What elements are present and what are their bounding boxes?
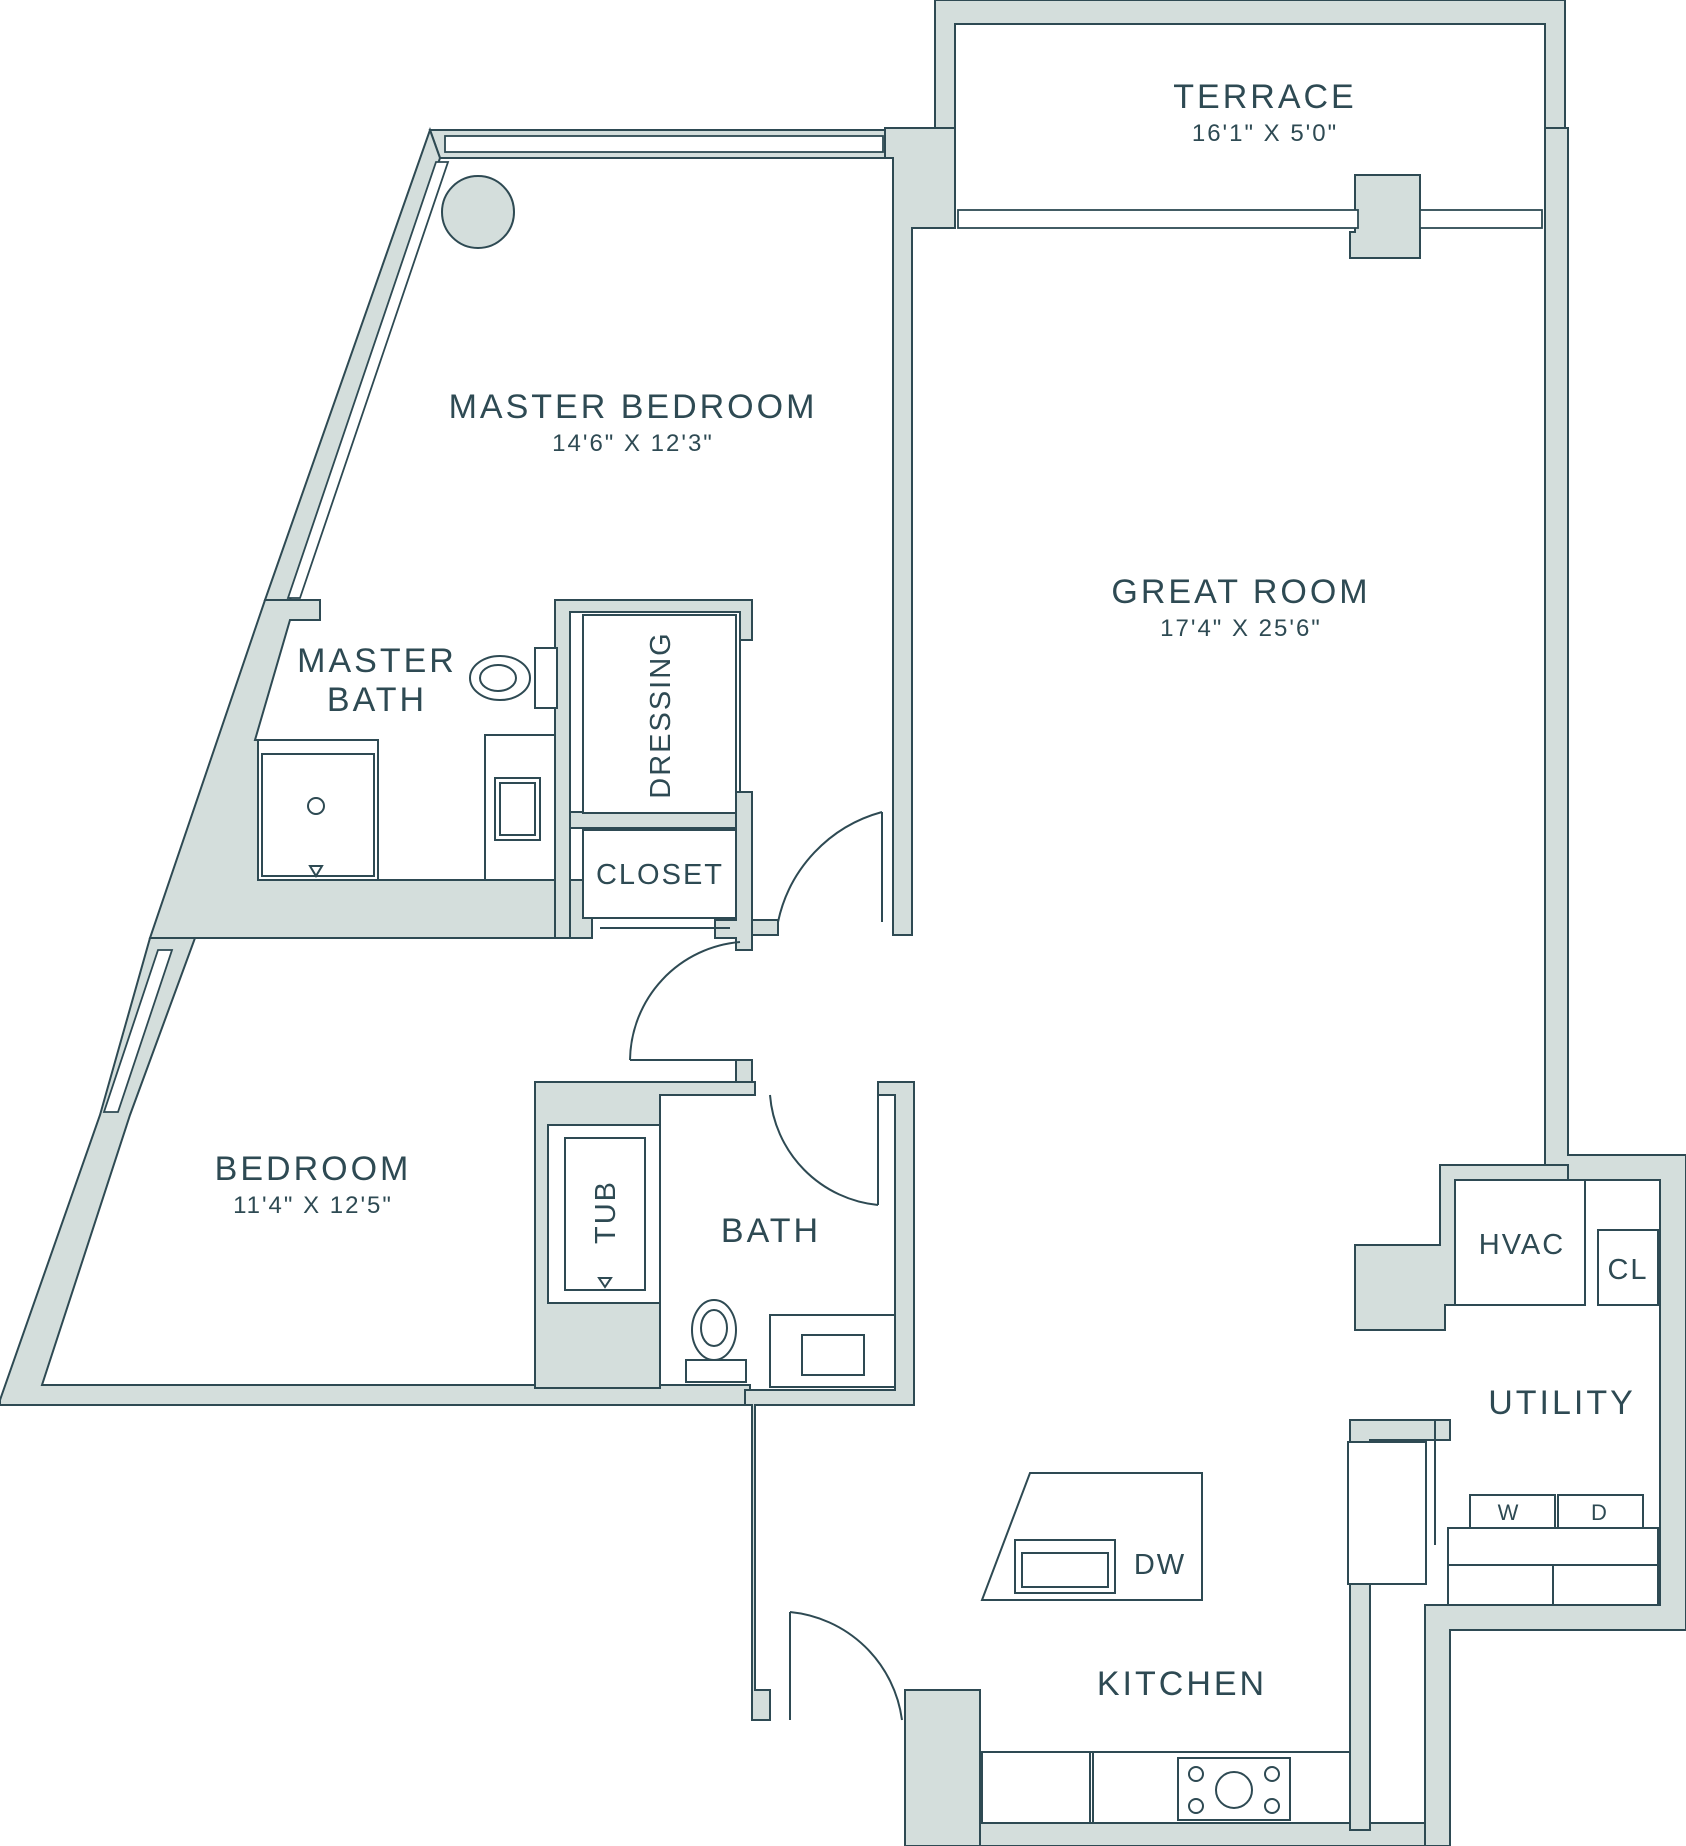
great-room-dims: 17'4" X 25'6": [1160, 615, 1322, 642]
hall-post: [751, 919, 779, 936]
burner-4: [1264, 1798, 1280, 1814]
washer: [1469, 1494, 1556, 1529]
dryer-label: D: [1591, 1500, 1607, 1525]
master-sink-inner: [499, 782, 536, 836]
burner-3: [1188, 1798, 1204, 1814]
tub-drain: [597, 1277, 613, 1289]
terrace-window: [957, 209, 1359, 229]
bath-top-post: [735, 1059, 753, 1083]
master-bedroom-door-swing: [777, 811, 883, 923]
cl-label: CL: [1607, 1254, 1648, 1286]
terrace-label: TERRACE: [1173, 78, 1356, 116]
tub-label: TUB: [590, 1180, 622, 1244]
burner-1: [1188, 1766, 1204, 1782]
kitchen-bottom-wall: [904, 1689, 981, 1846]
kitchen-label: KITCHEN: [1097, 1665, 1267, 1703]
bath-right-wall: [744, 1081, 915, 1721]
bath-label: BATH: [721, 1212, 821, 1250]
shower-drain-arrow: [308, 865, 324, 878]
island-sink: [1014, 1539, 1116, 1594]
master-bath-label-1: MASTER: [297, 642, 457, 680]
master-bath-label-2: BATH: [327, 681, 427, 719]
cl-room: [1597, 1229, 1659, 1306]
master-shower: [257, 739, 379, 881]
burner-2: [1264, 1766, 1280, 1782]
bath-door-swing: [769, 1094, 879, 1206]
master-bedroom-label: MASTER BEDROOM: [449, 388, 818, 426]
master-toilet-bowl: [469, 655, 531, 701]
bedroom-door-swing: [629, 941, 741, 1061]
left-exterior-wall-upper: [263, 127, 442, 601]
entry-door-swing: [789, 1611, 903, 1721]
burner-center: [1215, 1771, 1253, 1809]
terrace-dims: 16'1" X 5'0": [1192, 120, 1338, 147]
closet-door-post: [714, 791, 753, 951]
dw-label: DW: [1134, 1549, 1186, 1581]
bedroom-label: BEDROOM: [215, 1150, 412, 1188]
fixtures: [257, 175, 1659, 1824]
closet-label: CLOSET: [596, 859, 724, 891]
fridge: [981, 1751, 1091, 1824]
pantry-unit: [1347, 1441, 1427, 1585]
hvac-room: [1454, 1179, 1586, 1306]
terrace-window-right: [1419, 209, 1543, 229]
utility-label: UTILITY: [1488, 1384, 1636, 1422]
bath-sink: [801, 1334, 865, 1376]
great-room-label: GREAT ROOM: [1111, 573, 1370, 611]
dressing-label: DRESSING: [645, 631, 677, 798]
labels: TERRACE 16'1" X 5'0" MASTER BEDROOM 14'6…: [215, 78, 1648, 1703]
washer-label: W: [1498, 1500, 1519, 1525]
bath-toilet-seat: [700, 1309, 728, 1347]
master-shower-inner: [261, 753, 375, 877]
master-top-window: [444, 135, 884, 153]
dressing-closet-divider: [569, 811, 753, 829]
master-sink: [494, 777, 541, 841]
hvac-wall-block: [1354, 1164, 1569, 1331]
terrace-door-column: [1349, 174, 1421, 259]
center-column: [884, 127, 956, 936]
dressing-partition: [554, 599, 753, 939]
windows: [102, 135, 1543, 1113]
master-bedroom-dims: 14'6" X 12'3": [552, 430, 714, 457]
closet-room: [582, 829, 737, 919]
round-column: [441, 175, 515, 249]
bedroom-left-window: [102, 949, 174, 1113]
island-sink-inner: [1021, 1552, 1109, 1588]
shower-drain: [307, 797, 325, 815]
bath-toilet-tank: [685, 1359, 747, 1383]
hvac-label: HVAC: [1479, 1229, 1565, 1261]
bath-toilet-bowl: [691, 1299, 737, 1361]
cooktop: [1177, 1757, 1291, 1821]
tub-inner: [564, 1137, 646, 1291]
master-toilet-seat: [479, 664, 517, 692]
dryer: [1557, 1494, 1644, 1529]
master-left-window: [286, 161, 450, 599]
great-room-right-wall: [1424, 127, 1686, 1846]
bedroom-dims: 11'4" X 12'5": [233, 1192, 393, 1219]
dressing-room: [582, 614, 737, 814]
tub: [547, 1124, 661, 1304]
master-toilet-tank: [534, 647, 558, 709]
